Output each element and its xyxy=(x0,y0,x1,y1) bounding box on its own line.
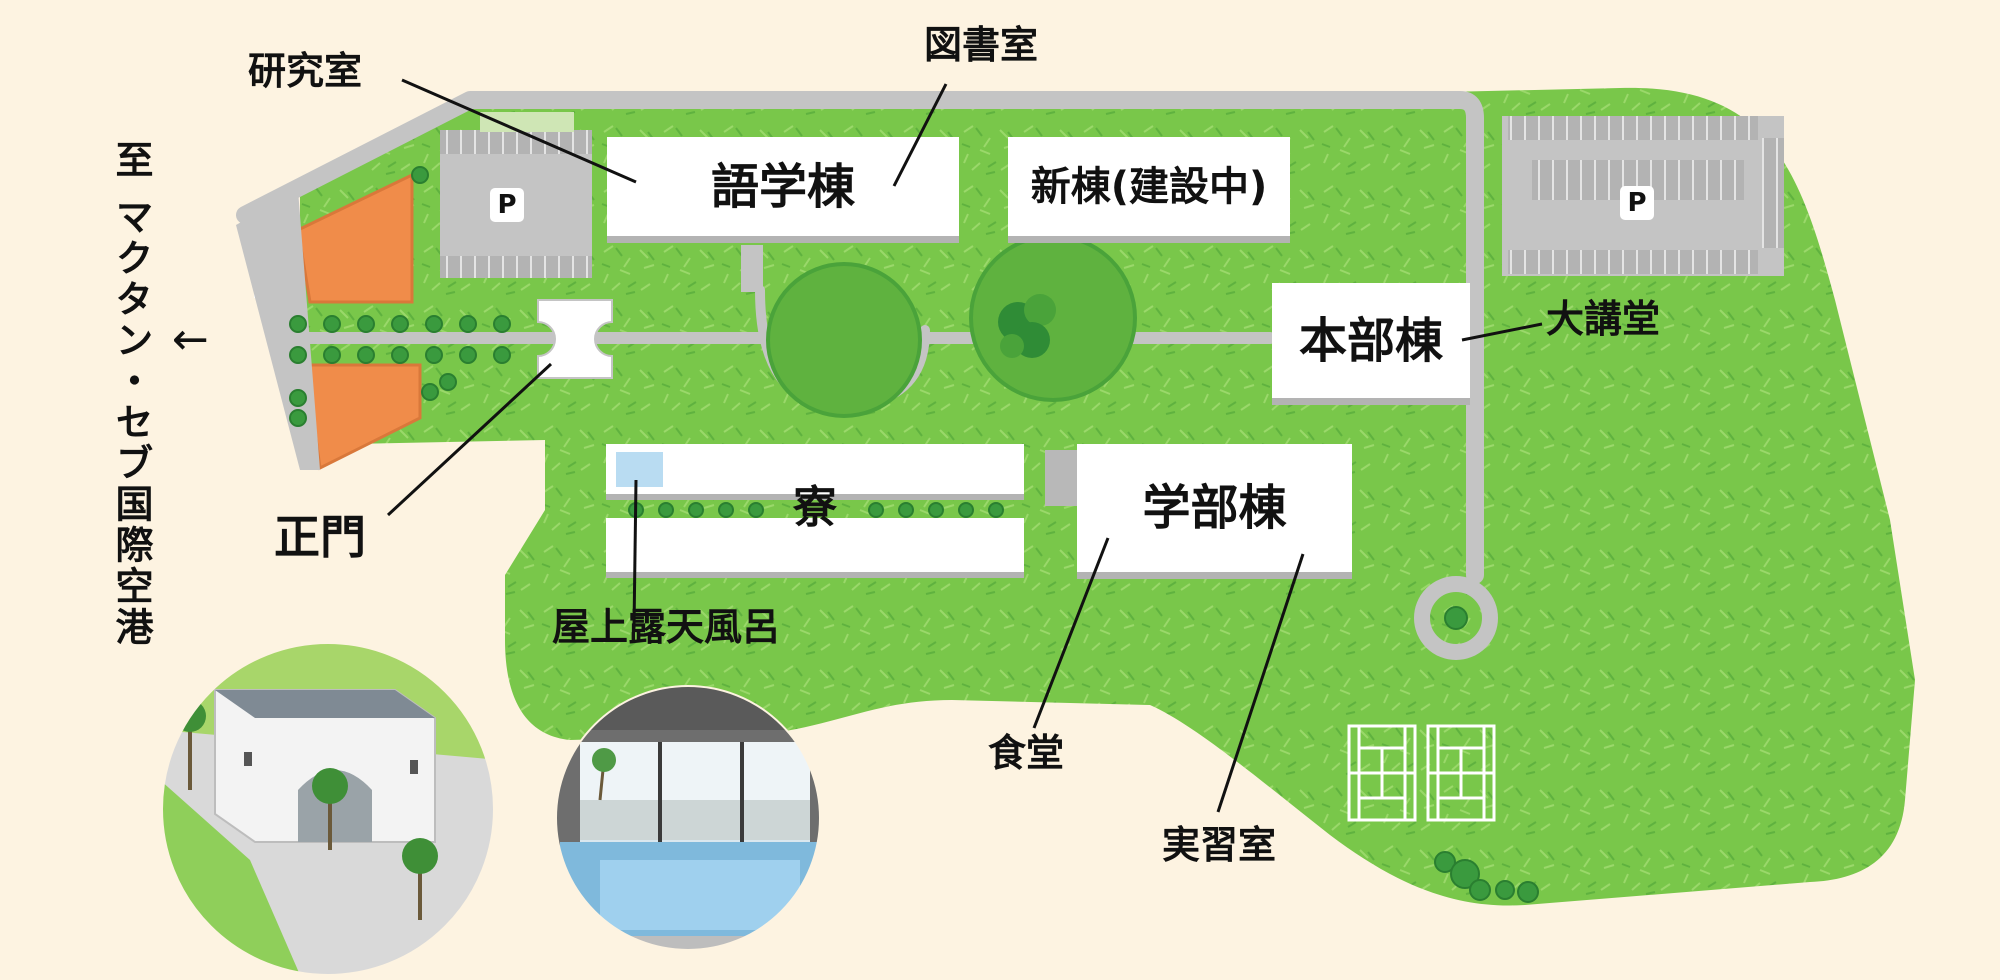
leader-lines xyxy=(386,78,1543,813)
photo-school-building xyxy=(162,643,494,975)
building-hq-block xyxy=(1272,283,1470,403)
label-practice-room: 実習室 xyxy=(1162,823,1277,867)
building-new-block xyxy=(1008,137,1290,241)
tennis-courts xyxy=(1347,724,1496,822)
courtyard-garden xyxy=(766,262,922,418)
parking-east-sign: P xyxy=(1620,186,1654,220)
orange-lot-north xyxy=(296,172,414,304)
building-new[interactable]: 新棟(建設中) xyxy=(1030,164,1268,210)
dormitory-north-block xyxy=(606,444,1024,496)
label-auditorium: 大講堂 xyxy=(1546,297,1661,341)
label-rooftop-bath: 屋上露天風呂 xyxy=(552,605,781,649)
label-research-room: 研究室 xyxy=(248,49,363,93)
turnaround-circle xyxy=(1414,576,1498,660)
direction-arrow-icon: ← xyxy=(172,314,209,365)
main-gate-structure xyxy=(537,299,613,379)
parking-west xyxy=(440,112,592,278)
rooftop-bath-pool xyxy=(616,452,663,487)
building-language-block xyxy=(607,137,959,241)
direction-airport: 至 マクタン・セブ国際空港 xyxy=(109,140,153,649)
dormitory-south-block xyxy=(606,518,1024,574)
building-faculty-block xyxy=(1077,444,1352,574)
central-tree xyxy=(998,294,1056,358)
building-faculty[interactable]: 学部棟 xyxy=(1142,480,1287,536)
building-dormitory[interactable]: 寮 xyxy=(793,482,837,533)
label-cafeteria: 食堂 xyxy=(988,731,1065,775)
label-library: 図書室 xyxy=(924,23,1039,67)
label-main-gate: 正門 xyxy=(274,510,366,564)
orange-lot-south xyxy=(304,363,422,471)
building-headquarters[interactable]: 本部棟 xyxy=(1298,313,1443,369)
building-language[interactable]: 語学棟 xyxy=(710,159,855,215)
parking-west-sign: P xyxy=(490,188,524,222)
